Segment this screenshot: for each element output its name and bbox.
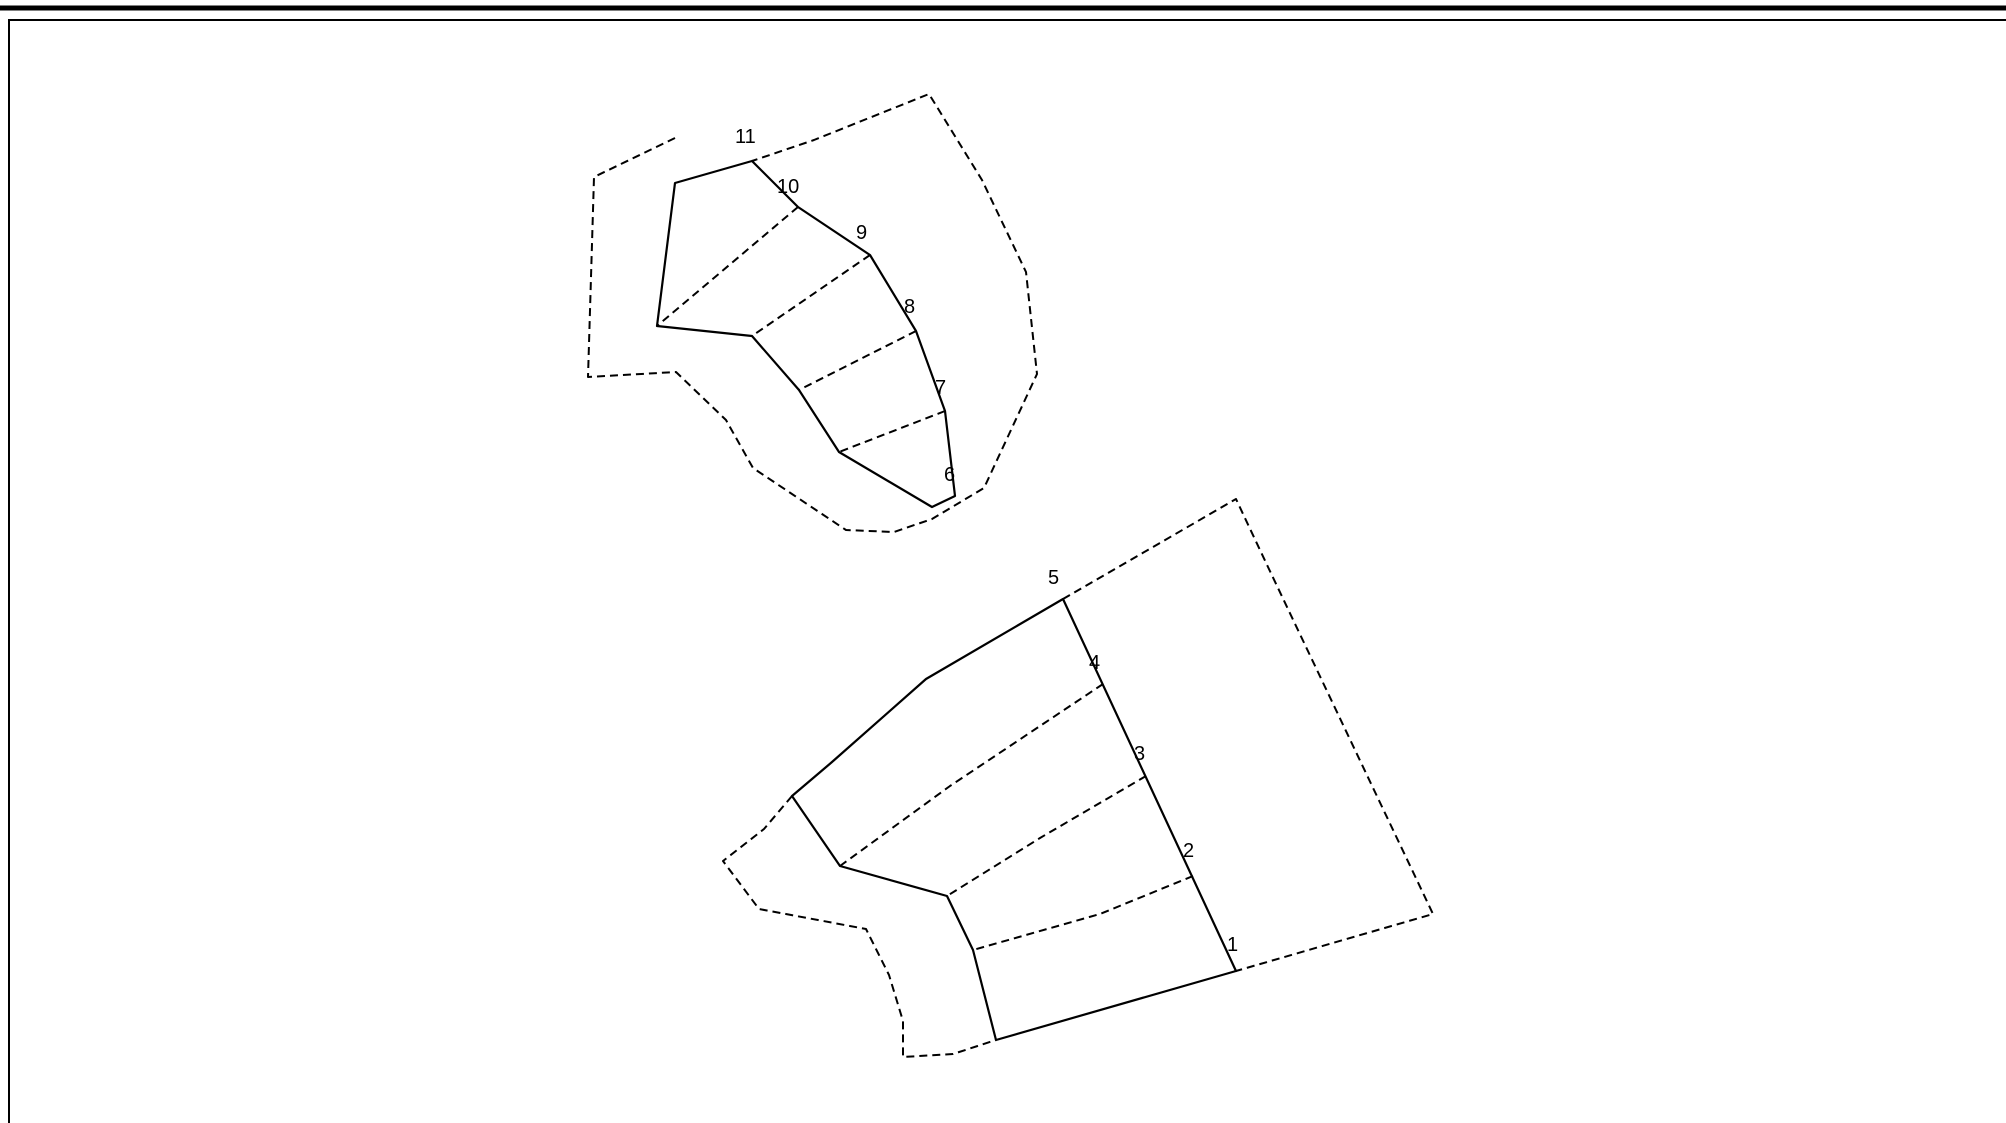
point-label-1: 1: [1227, 934, 1238, 956]
upper-division-line: [656, 206, 799, 327]
point-label-8: 8: [904, 296, 915, 318]
point-label-9: 9: [856, 222, 867, 244]
lower-outer-boundary: [1062, 498, 1434, 972]
lower-parcel-group: [722, 498, 1434, 1058]
lower-division-line: [972, 875, 1194, 951]
upper-division-line: [838, 410, 946, 453]
sheet-border: [8, 19, 2006, 1123]
lower-parcel-outline: [790, 597, 1238, 1042]
point-label-10: 10: [777, 176, 799, 198]
point-label-11: 11: [735, 126, 756, 148]
point-label-2: 2: [1183, 840, 1194, 862]
point-label-6: 6: [944, 464, 955, 486]
point-label-3: 3: [1134, 743, 1145, 765]
upper-outer-boundary: [587, 93, 1038, 533]
upper-division-line: [751, 254, 871, 337]
point-label-4: 4: [1089, 652, 1100, 674]
upper-division-line: [798, 330, 917, 391]
lower-outer-boundary: [722, 795, 997, 1058]
point-label-5: 5: [1048, 567, 1059, 589]
point-label-7: 7: [935, 377, 946, 399]
upper-parcel-group: [587, 93, 1038, 533]
lower-division-line: [946, 775, 1147, 897]
lower-division-line: [839, 683, 1104, 867]
